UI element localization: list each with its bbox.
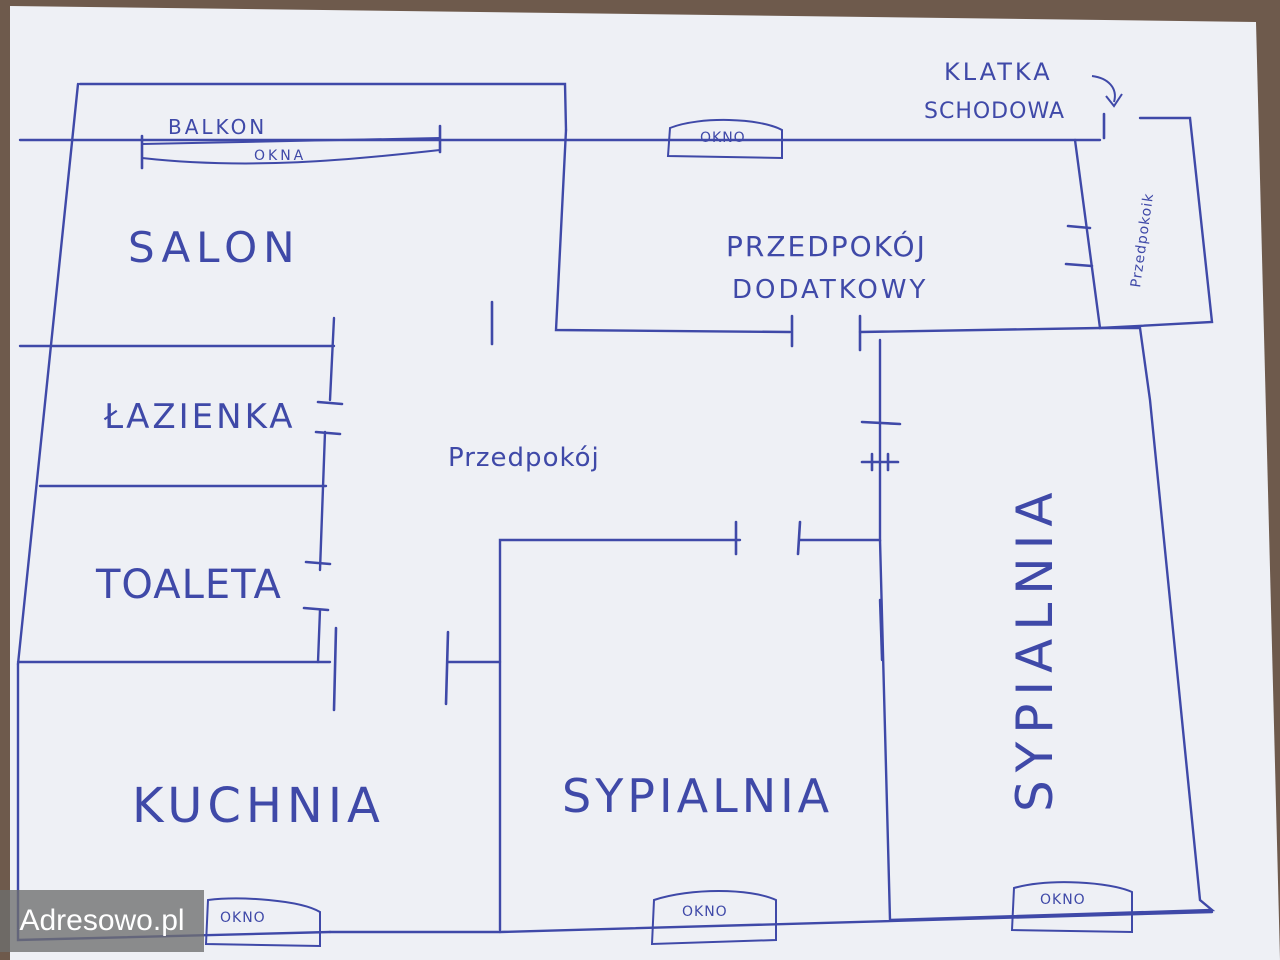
label-window-top: OKNO bbox=[700, 130, 746, 146]
label-przedpokoj: Przedpokój bbox=[448, 443, 600, 473]
window-symbols bbox=[204, 118, 1133, 948]
label-kuchnia: KUCHNIA bbox=[132, 778, 385, 834]
label-przedpokoj-dodatkowy-2: DODATKOWY bbox=[732, 275, 928, 305]
stairwell-arrow bbox=[1091, 75, 1123, 108]
window-bottom-right bbox=[1010, 881, 1133, 934]
label-window-bottom-left: OKNO bbox=[220, 910, 266, 926]
label-klatka-2: SCHODOWA bbox=[924, 99, 1065, 124]
watermark-text: Adresowo.pl bbox=[19, 904, 185, 937]
label-toaleta: TOALETA bbox=[95, 562, 282, 608]
label-window-bottom-middle: OKNO bbox=[682, 904, 728, 920]
label-lazienka: ŁAZIENKA bbox=[103, 397, 296, 437]
balcony-windows bbox=[141, 137, 441, 165]
label-balkon: BALKON bbox=[168, 115, 267, 139]
paper-sheet bbox=[10, 6, 1280, 960]
label-przedpokoj-dodatkowy-1: PRZEDPOKÓJ bbox=[726, 229, 927, 263]
label-okna: OKNA bbox=[254, 148, 306, 164]
label-klatka-1: KLATKA bbox=[944, 58, 1053, 86]
label-window-bottom-right: OKNO bbox=[1040, 892, 1086, 908]
window-bottom-left bbox=[204, 897, 321, 948]
label-sypialnia-right: SYPIALNIA bbox=[1006, 484, 1064, 812]
window-top bbox=[666, 118, 783, 160]
watermark-badge: Adresowo.pl bbox=[0, 890, 204, 952]
walls bbox=[16, 82, 1216, 942]
label-salon: SALON bbox=[128, 223, 301, 272]
window-bottom-middle bbox=[650, 890, 777, 946]
label-sypialnia-bottom: SYPIALNIA bbox=[562, 769, 833, 823]
door-ticks bbox=[140, 112, 1106, 712]
